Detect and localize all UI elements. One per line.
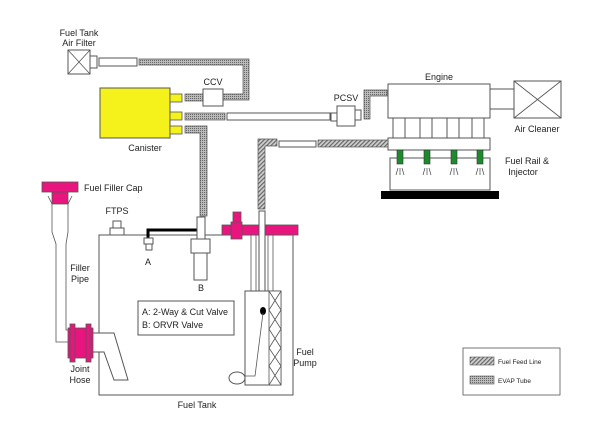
fuel-rail-label-1: Fuel Rail & [505,156,549,166]
joint-hose-label-1: Joint [70,364,90,374]
ftps-sensor [109,227,125,236]
engine-base [381,191,499,199]
fuel-tank-label: Fuel Tank [178,400,217,410]
valve-key-b: B: ORVR Valve [142,320,203,330]
legend-swatch-fuel-feed [469,356,495,366]
canister-port-3 [169,125,183,135]
valve-a-hose [146,228,201,238]
tank-inlet [93,332,129,381]
valve-key: A: 2-Way & Cut Valve B: ORVR Valve [137,300,235,336]
fuel-feed-line-pump [257,138,278,210]
filler-pipe [47,195,68,343]
air-cleaner [513,80,562,119]
canister-label: Canister [128,143,162,153]
evap-tube-canister-pcsv [184,112,226,121]
fuel-tank-air-filter [67,49,138,75]
injectors [395,149,485,176]
canister-port-1 [169,93,183,103]
filler-pipe-label-2: Pipe [71,274,89,284]
filler-pipe-label-1: Filler [70,263,90,273]
valve-b [190,216,211,281]
air-cleaner-label: Air Cleaner [514,124,559,134]
ftps-label: FTPS [105,206,128,216]
engine-label: Engine [425,72,453,82]
canister [99,87,171,139]
fuel-filler-cap [41,181,79,205]
evap-tube-canister-tank [184,125,208,217]
legend-evap-tube: EVAP Tube [498,378,531,385]
fuel-pump [228,235,282,386]
ccv-label: CCV [203,77,222,87]
valve-key-a: A: 2-Way & Cut Valve [142,307,228,317]
valve-a [143,237,154,251]
engine [387,83,491,119]
joint-hose [67,323,94,363]
fuel-rail [387,137,491,151]
fuel-rail-label-2: Injector [508,167,538,177]
evap-tube-pcsv-engine [363,89,388,120]
joint-hose-label-2: Hose [69,375,90,385]
valve-b-label: B [198,283,204,293]
fuel-filler-cap-label: Fuel Filler Cap [84,183,143,193]
ccv-valve [202,88,224,107]
legend: Fuel Feed Line EVAP Tube [462,347,561,396]
fuel-pump-label-1: Fuel [296,347,314,357]
fuel-pump-label-2: Pump [293,358,317,368]
engine-block [389,157,491,191]
canister-port-2 [169,111,183,121]
legend-swatch-evap [469,375,495,385]
air-filter-label-1: Fuel Tank [60,28,99,38]
pcsv-label: PCSV [334,93,359,103]
air-filter-label-2: Air Filter [62,38,96,48]
valve-a-label: A [145,257,151,267]
legend-fuel-feed-line: Fuel Feed Line [498,359,542,366]
intake-manifold [392,117,485,139]
fuel-feed-line-rail [317,139,389,148]
pcsv-valve [336,105,356,127]
